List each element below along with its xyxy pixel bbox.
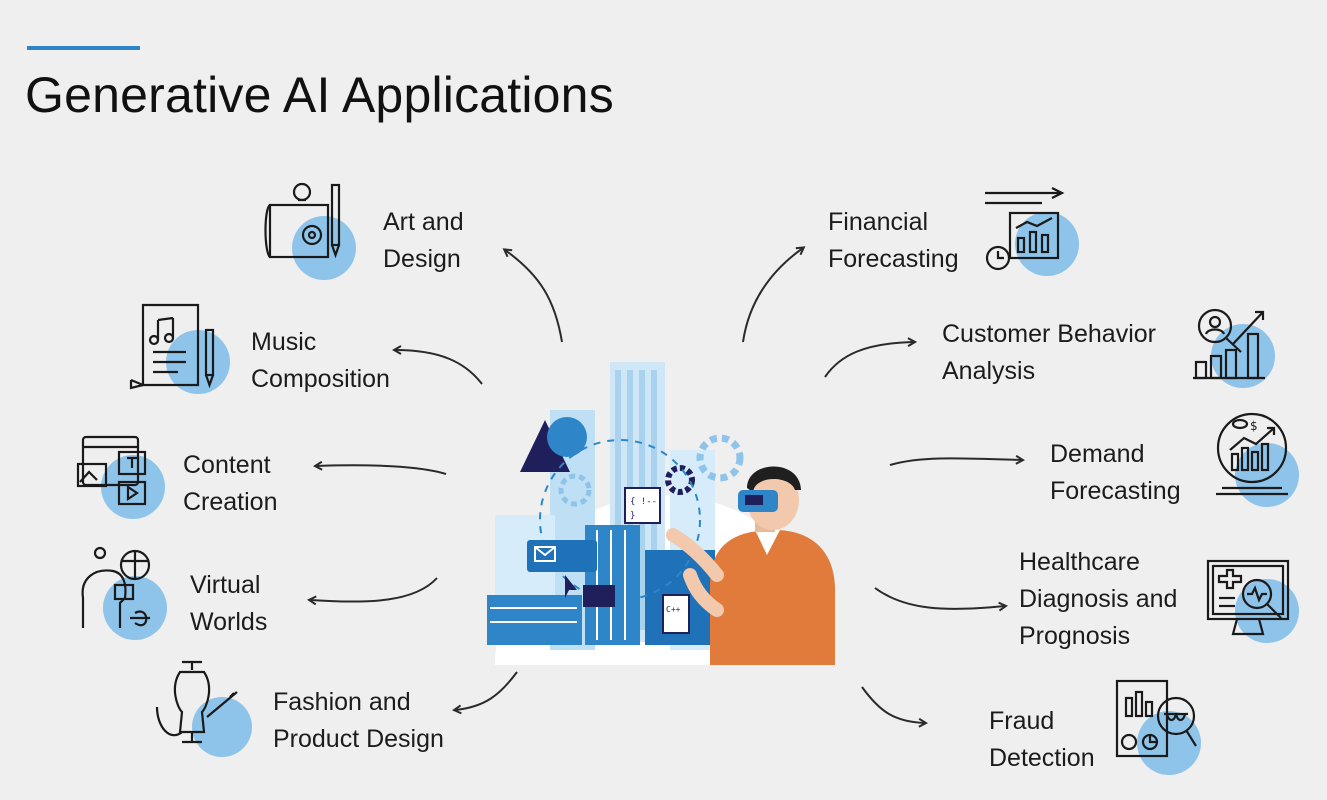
svg-text:$: $	[1250, 419, 1258, 433]
financial-chart-icon	[982, 187, 1079, 283]
arrow-fraud	[861, 686, 925, 723]
center-illustration: { !-- } C++	[455, 340, 850, 670]
svg-text:C++: C++	[666, 605, 681, 614]
arrow-content	[316, 465, 447, 475]
arrow-demand	[889, 458, 1022, 466]
svg-text:{ !--: { !--	[630, 497, 657, 507]
svg-text:}: }	[630, 511, 635, 521]
arrow-finance	[742, 248, 803, 343]
arrow-art	[505, 250, 563, 343]
arrow-virtual	[310, 577, 438, 602]
fraud-magnifier-icon	[1114, 678, 1204, 775]
arrow-health	[874, 587, 1005, 609]
vr-head-icon	[75, 543, 167, 640]
crystal-ball-icon: $	[1212, 410, 1302, 507]
customer-analytics-icon	[1193, 304, 1283, 399]
mannequin-icon	[152, 657, 252, 757]
content-media-icon	[75, 432, 165, 527]
arrow-fashion	[455, 671, 518, 710]
health-monitor-icon	[1205, 556, 1299, 651]
art-design-icon	[262, 180, 356, 280]
music-sheet-icon	[128, 300, 230, 395]
page-title: Generative AI Applications	[25, 67, 614, 123]
title-accent-line	[27, 46, 140, 50]
